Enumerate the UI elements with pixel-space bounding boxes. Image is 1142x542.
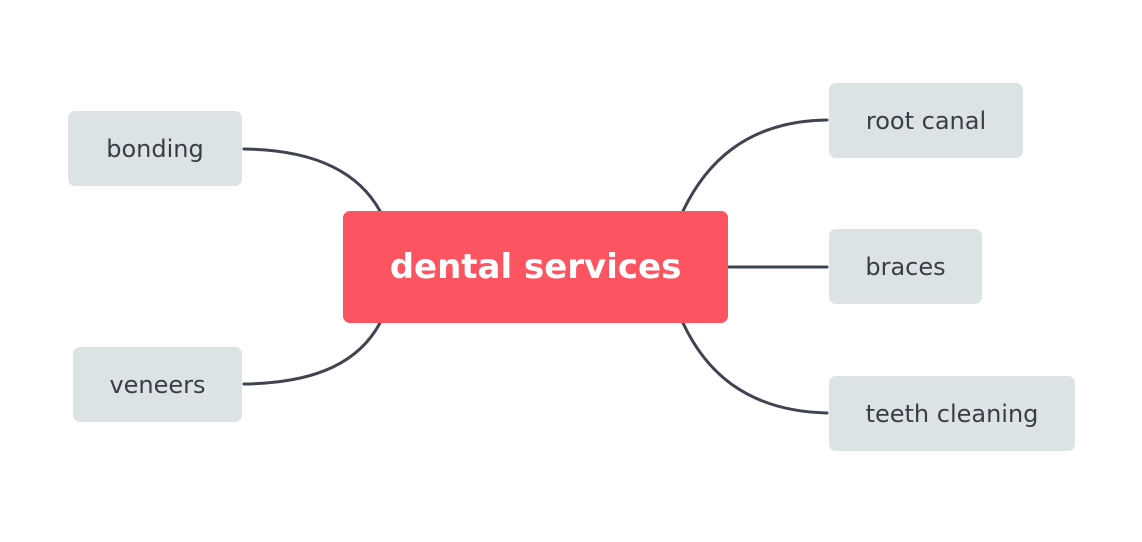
connector-veneers: [242, 321, 382, 386]
branch-node-label: veneers: [109, 370, 206, 399]
branch-node-teeth-cleaning[interactable]: teeth cleaning: [829, 376, 1075, 451]
connector-bonding: [242, 147, 382, 213]
branch-node-label: braces: [865, 252, 946, 281]
root-node[interactable]: dental services: [343, 211, 728, 323]
branch-node-root-canal[interactable]: root canal: [829, 83, 1023, 158]
branch-node-label: root canal: [865, 106, 987, 135]
branch-node-label: bonding: [106, 134, 204, 163]
branch-node-bonding[interactable]: bonding: [68, 111, 242, 186]
branch-node-braces[interactable]: braces: [829, 229, 982, 304]
connector-root-canal: [681, 118, 829, 213]
branch-node-veneers[interactable]: veneers: [73, 347, 242, 422]
branch-node-label: teeth cleaning: [865, 399, 1039, 428]
root-node-label: dental services: [389, 247, 682, 287]
connector-teeth-cleaning: [681, 321, 829, 415]
